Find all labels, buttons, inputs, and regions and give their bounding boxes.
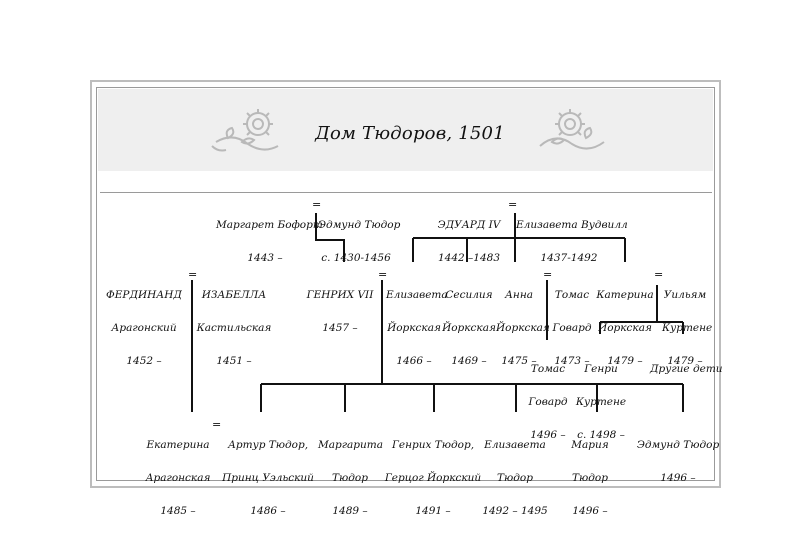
divider-line [100,192,712,193]
person-arthur: Артур Тюдор, Принц Уэльский 1486 – [220,418,316,528]
person-elizabeth-woodville: Елизавета Вудвилл 1437-1492 [516,198,628,275]
person-title: Герцог Йоркский [384,472,482,484]
person-title: Тюдор [572,472,608,484]
marriage-sign: = [212,418,222,431]
person-dates: 1491 – [415,505,451,517]
person-ferdinand: ФЕРДИНАНД Арагонский 1452 – [100,268,188,378]
person-name: Екатерина [146,439,210,451]
person-dates: 1475 – [501,355,537,367]
person-name: Катерина [596,289,654,301]
person-title: Тюдор [332,472,368,484]
person-margaret: Маргарита Тюдор 1489 – [318,418,383,528]
person-title: Йоркская [598,322,652,334]
person-dates: 1457 – [322,322,358,334]
person-dates: 1452 – [126,355,162,367]
person-name: Томас [554,289,590,301]
person-title: Говард [528,396,568,408]
title-band [98,89,713,171]
person-name: Маргарет Бофорт [216,219,323,231]
person-name: ГЕНРИХ VII [306,289,374,301]
person-dates: 1466 – [396,355,432,367]
flower-ornament-left-icon [211,109,279,152]
person-title: Йоркская [442,322,496,334]
outer-frame [90,80,721,488]
person-henry-courtenay: Генри Куртене c. 1498 – [574,342,628,452]
person-dates: 1437-1492 [540,252,598,264]
flower-ornament-right-icon [539,109,605,150]
marriage-sign: = [654,268,664,281]
person-name: Анна [504,289,534,301]
person-thomas-howard-jr: Томас Говард 1496 – [526,342,570,452]
person-name: Томас [530,363,566,375]
person-name: Уильям [663,289,707,301]
person-name: Елизавета [484,439,546,451]
person-dates: 1479 – [607,355,643,367]
person-title: Принц Уэльский [222,472,314,484]
person-dates: 1473 – [554,355,590,367]
person-name: Елизавета Вудвилл [516,219,628,231]
person-name: ФЕРДИНАНД [106,289,182,301]
person-isabella: ИЗАБЕЛЛА Кастильская 1451 – [196,268,272,378]
marriage-sign: = [543,268,553,281]
person-title: Арагонский [111,322,177,334]
page-title: Дом Тюдоров, 1501 [315,123,505,144]
person-title: Тюдор [497,472,533,484]
person-catherine-york: Катерина Йоркская 1479 – [596,268,654,378]
person-name: Сесилия [445,289,493,301]
person-name: Елизавета [386,289,448,301]
person-dates: 1492 – 1495 [482,505,548,517]
person-dates: 1469 – [451,355,487,367]
person-dates: 1485 – [160,505,196,517]
person-henry-duke-york: Генрих Тюдор, Герцог Йоркский 1491 – [384,418,482,528]
person-dates: c. 1498 – [577,429,625,441]
person-anne-york: Анна Йоркская 1475 – [496,268,550,378]
person-thomas-howard-sr: Томас Говард 1473 – [550,268,594,378]
person-dates: 1451 – [216,355,252,367]
person-name: ЭДУАРД IV [437,219,501,231]
person-title: Куртене [575,396,627,408]
person-title: Куртене [662,322,713,334]
person-name: ИЗАБЕЛЛА [201,289,267,301]
person-edward-iv: ЭДУАРД IV 1442 –1483 [432,198,506,275]
person-name: Эдмунд Тюдор [636,439,720,451]
person-dates: 1496 – [572,505,608,517]
person-name: Эдмунд Тюдор [318,219,401,231]
person-catherine-aragon: Екатерина Арагонская 1485 – [142,418,214,528]
marriage-sign: = [378,268,388,281]
person-edmund-tudor-sr: Эдмунд Тюдор c. 1430-1456 [318,198,401,275]
marriage-sign: = [508,198,518,211]
person-margaret-beaufort: Маргарет Бофорт 1443 – [216,198,323,275]
person-title: Говард [552,322,592,334]
person-mary: Мария Тюдор 1496 – [562,418,618,528]
person-other-children: Другие дети [650,342,723,386]
person-elizabeth-york: Елизавета Йоркская 1466 – [386,268,448,378]
person-name: Генри [584,363,618,375]
person-name: Артур Тюдор, [227,439,309,451]
person-william-courtenay: Уильям Куртене 1479 – [662,268,713,378]
person-title: Арагонская [145,472,211,484]
person-dates: 1496 – [660,472,696,484]
person-cecily-york: Сесилия Йоркская 1469 – [442,268,496,378]
person-name: Генрих Тюдор, [391,439,475,451]
inner-frame [96,87,715,481]
person-name: Мария [571,439,609,451]
person-dates: 1479 – [667,355,703,367]
person-henry-vii: ГЕНРИХ VII 1457 – [304,268,376,345]
person-name: Маргарита [318,439,383,451]
person-dates: 1486 – [250,505,286,517]
person-dates: 1442 –1483 [437,252,501,264]
person-dates: 1489 – [332,505,368,517]
person-name: Другие дети [650,363,723,375]
person-edmund-tudor-jr: Эдмунд Тюдор 1496 – [636,418,720,495]
person-dates: 1496 – [530,429,566,441]
person-elizabeth-tudor: Елизавета Тюдор 1492 – 1495 [480,418,550,528]
person-title: Йоркская [496,322,550,334]
marriage-sign: = [188,268,198,281]
person-dates: c. 1430-1456 [321,252,391,264]
person-title: Кастильская [196,322,272,334]
marriage-sign: = [312,198,322,211]
person-title: Йоркская [387,322,441,334]
person-dates: 1443 – [247,252,283,264]
